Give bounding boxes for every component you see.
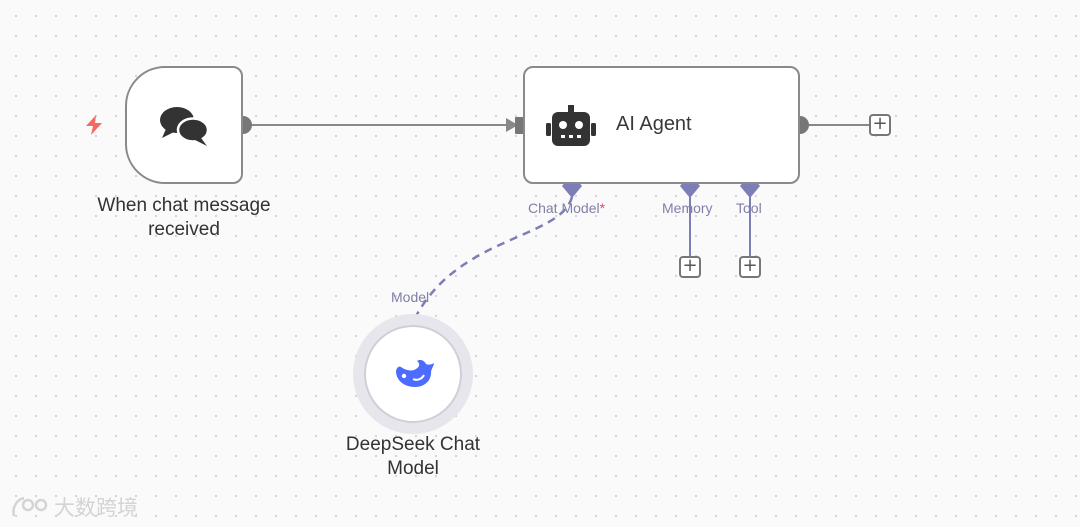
ai-agent-title: AI Agent (616, 113, 692, 135)
connection-arrowhead (506, 118, 518, 132)
trigger-bolt-icon (84, 114, 104, 141)
watermark-text: 大数跨境 (54, 496, 138, 520)
connection-chat-model[interactable] (411, 196, 574, 323)
model-port-label: Model (391, 289, 430, 305)
add-tool-button[interactable]: + (739, 256, 761, 278)
robot-icon (546, 105, 596, 154)
required-asterisk: * (599, 200, 606, 216)
agent-input-port[interactable] (515, 117, 524, 134)
add-memory-button[interactable]: + (679, 256, 701, 278)
deepseek-whale-icon (393, 357, 435, 394)
add-next-node-button[interactable]: + (869, 114, 891, 136)
deepseek-chat-model-node[interactable] (364, 325, 462, 423)
chat-model-port-label: Chat Model* (528, 200, 605, 216)
chat-bubbles-icon (157, 104, 213, 153)
ai-agent-node[interactable] (523, 66, 800, 184)
tool-port-label: Tool (736, 200, 762, 216)
chat-trigger-node[interactable] (125, 66, 243, 184)
trigger-node-label: When chat message received (97, 195, 271, 240)
chat-model-label-text: Chat Model (528, 200, 600, 216)
deepseek-node-label: DeepSeek Chat Model (345, 434, 481, 479)
watermark: 大数跨境 (10, 492, 138, 522)
watermark-logo-icon (12, 496, 48, 517)
memory-port-label: Memory (662, 200, 713, 216)
